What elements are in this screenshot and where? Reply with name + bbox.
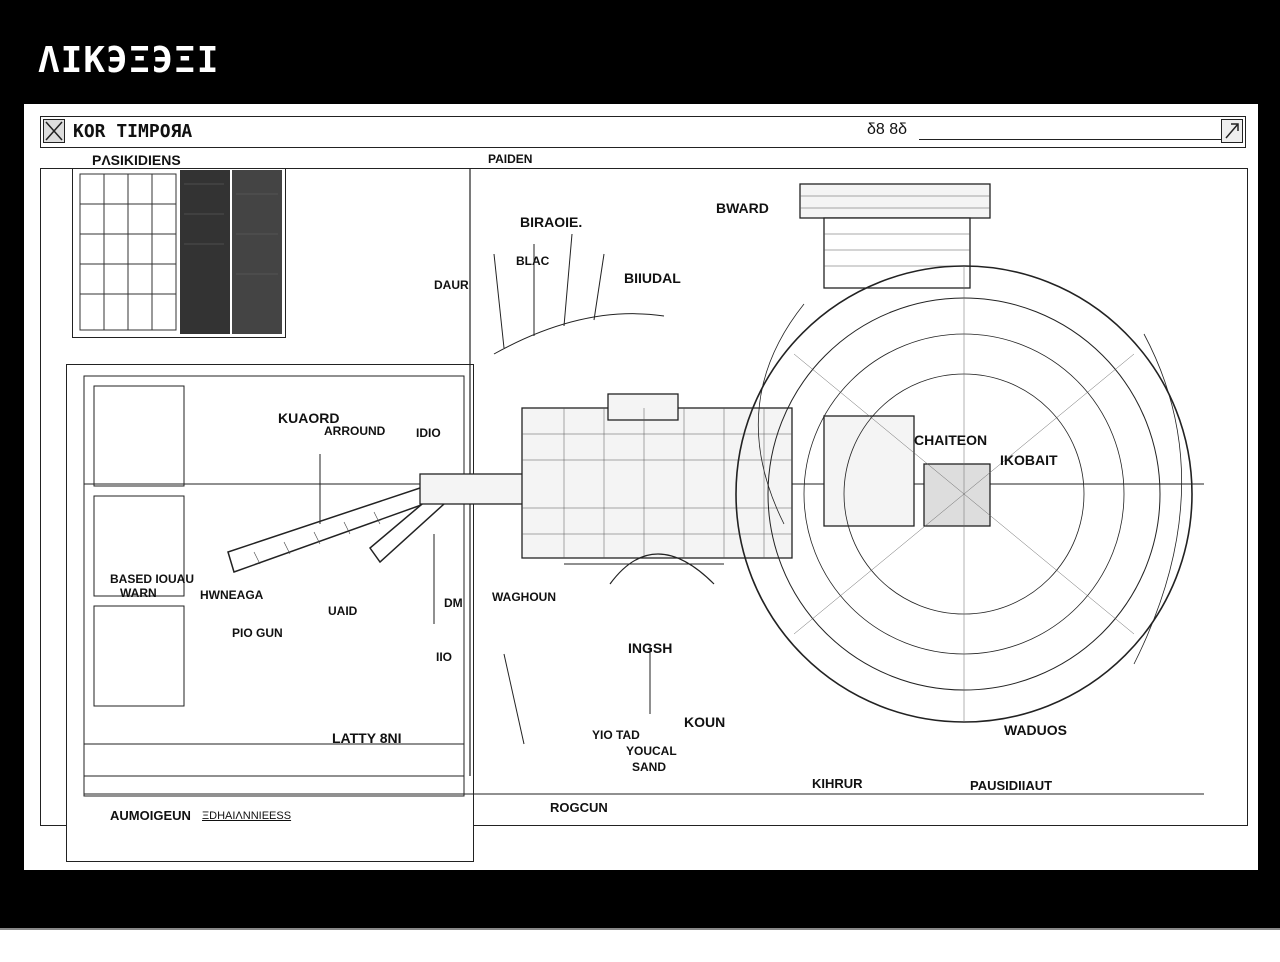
annotation-label: WAGHOUN (492, 590, 556, 604)
cad-window: KOR TIMPOЯA δ8 8δ PΛSIKIDIENS PAIDEN AUM… (24, 104, 1258, 870)
annotation-label: HWNEAGA (200, 588, 264, 602)
canvas-top-label: PAIDEN (488, 152, 533, 166)
annotation-label: WADUOS (1004, 722, 1067, 738)
app-title: ΛΙΚЭΞЭΞΙ (38, 40, 220, 81)
window-close-icon[interactable] (43, 119, 65, 143)
annotation-label: INGSH (628, 640, 673, 656)
left-panel-header: PΛSIKIDIENS (92, 152, 181, 168)
annotation-label: BLAC (516, 254, 550, 268)
annotation-label: DM (444, 596, 463, 610)
annotation-label: IIO (436, 650, 453, 664)
annotation-label: BWARD (716, 200, 769, 216)
annotation-label: IDIO (416, 426, 441, 440)
annotation-label: WARN (120, 586, 157, 600)
annotation-label: PAUSIDIIAUT (970, 778, 1053, 793)
annotation-label: BIRAOIE. (520, 214, 583, 230)
annotation-label: DAUR (434, 278, 469, 292)
window-title: KOR TIMPOЯA (73, 121, 193, 142)
annotation-label: LATTY 8NI (332, 730, 402, 746)
zoom-slider[interactable] (919, 139, 1241, 140)
zoom-label: δ8 8δ (867, 121, 908, 138)
annotation-label: UAID (328, 604, 358, 618)
sheet-panel[interactable] (66, 364, 474, 862)
mechanical-drawing (79, 168, 1204, 797)
left-panel-footer-value: ΞDHAIΛNNIEESS (202, 810, 292, 822)
annotation-label: PIO GUN (232, 626, 283, 640)
annotation-label: ARROUND (324, 424, 386, 438)
window-maximize-button[interactable] (1221, 119, 1243, 143)
annotation-label: IKOBAIT (1000, 452, 1058, 468)
annotation-label: BASED IOUAU (110, 572, 195, 586)
left-panel-footer-label: AUMOIGEUN (110, 808, 191, 823)
annotation-label: YIO TAD (592, 728, 640, 742)
annotation-label: KIHRUR (812, 776, 863, 791)
annotation-label: KOUN (684, 714, 726, 730)
annotation-label: KUAORD (278, 410, 340, 426)
annotation-label: SAND (632, 760, 667, 774)
window-titlebar[interactable]: KOR TIMPOЯA δ8 8δ (40, 116, 1246, 148)
canvas-bottom-label: ROGCUN (550, 800, 608, 815)
annotation-label: CHAITEON (914, 432, 988, 448)
status-bar (0, 928, 1280, 962)
annotation-label: YOUCAL (626, 744, 677, 758)
annotation-label: BIIUDAL (624, 270, 681, 286)
